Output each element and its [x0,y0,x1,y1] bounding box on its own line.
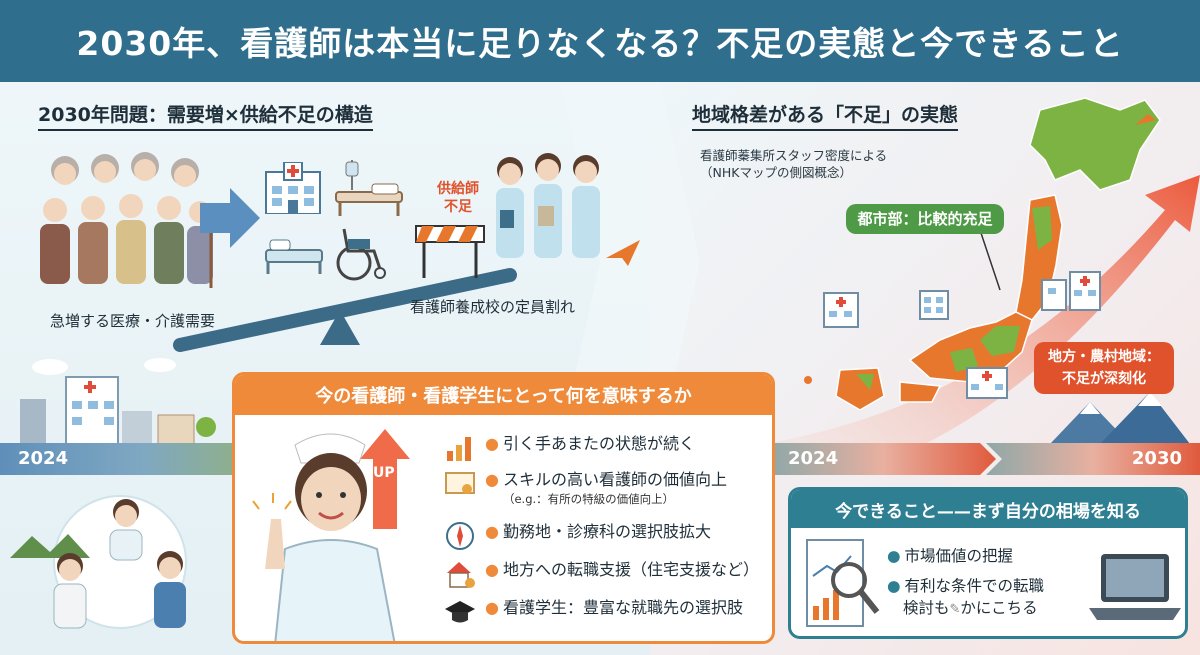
timeline-right-end: 2030 [1131,448,1182,469]
action-panel: 今できること——まず自分の相場を知る ●市場価値の把握 ●有利な条件での転職 検… [788,487,1188,639]
hospital-icon-map-1 [823,292,859,328]
rural-badge-line1: 地方・農村地域： [1048,349,1160,365]
hospital-icon-map-2 [919,290,949,320]
demand-caption: 急増する医療・介護需要 [50,312,216,330]
japan-map-illustration [804,97,1161,410]
meaning-panel-title: 今の看護師・看護学生にとって何を意味するか [235,375,772,415]
compass-icon [446,522,474,550]
up-label: UP [373,465,395,481]
action-item-2: ●有利な条件での転職 [887,577,1045,595]
meaning-panel: 今の看護師・看護学生にとって何を意味するか UP ●引く手あまたの状態が続く ●… [232,372,775,644]
wheelchair-icon [336,228,386,281]
timeline-left-bar: 2024 [0,443,240,475]
nurses-group-illustration [496,153,600,258]
mountains-icon [1050,392,1190,444]
left-section-title: 2030年問題：需要増×供給不足の構造 [38,100,373,131]
meaning-item-2: ●スキルの高い看護師の価値向上（e.g.：有所の特級の価値向上） [445,469,727,507]
action-item-2-cont: 検討も✎かにこちる [903,599,1038,617]
town-skyline-illustration [20,358,216,445]
paper-plane-icon [606,240,640,266]
hospital-icon-map-4 [966,367,1008,399]
urban-badge: 都市部：比較的充足 [846,204,1004,234]
meaning-item-1: ●引く手あまたの状態が続く [445,433,695,463]
timeline-left-year: 2024 [18,448,69,469]
right-section-title: 地域格差がある「不足」の実態 [692,100,959,131]
house-coins-icon [447,562,475,588]
barrier-icon [415,225,485,278]
timeline-right-start: 2024 [788,448,839,469]
page-title: 2030年、看護師は本当に足りなくなる？不足の実態と今できること [76,24,1124,63]
nurse-team-illustration [10,495,187,629]
map-note-line2: （NHKマップの側図概念） [700,165,852,180]
flow-arrow-icon [200,188,260,248]
header-banner: 2030年、看護師は本当に足りなくなる？不足の実態と今できること [0,0,1200,82]
certificate-icon [445,472,475,494]
pencil-icon: ✎ [949,602,961,617]
nurse-pointing-illustration: UP [252,429,410,641]
school-caption: 看護師養成校の定員割れ [410,298,576,316]
meaning-item-2-sub: （e.g.：有所の特級の価値向上） [502,492,675,506]
graduation-cap-icon [445,601,475,623]
hospital-icon-map-3 [1041,271,1101,311]
chart-up-icon [447,437,471,461]
hospital-icon [265,162,321,214]
meaning-item-3: ●勤務地・診療科の選択肢拡大 [445,521,711,551]
rural-badge-line2: 不足が深刻化 [1062,371,1146,387]
rural-badge: 地方・農村地域： 不足が深刻化 [1034,342,1174,394]
map-note-line1: 看護師蓁集所スタッフ密度による [700,148,888,163]
action-panel-title: 今できること——まず自分の相場を知る [791,490,1185,528]
elderly-crowd-illustration [40,152,213,288]
hospital-bed-icon [335,160,403,216]
hospital-bed-icon-2 [265,239,323,274]
laptop-icon [1089,554,1181,620]
meaning-item-5: ●看護学生：豊富な就職先の選択肢 [445,597,743,627]
meaning-item-4: ●地方への転職支援（住宅支援など） [445,559,759,589]
market-analysis-icon [806,539,880,627]
seesaw-illustration [173,268,517,352]
timeline-right-bar: 2024 2030 [770,443,1200,475]
action-item-1: ●市場価値の把握 [887,547,1014,565]
shortage-label: 供給師不足 [437,181,479,215]
